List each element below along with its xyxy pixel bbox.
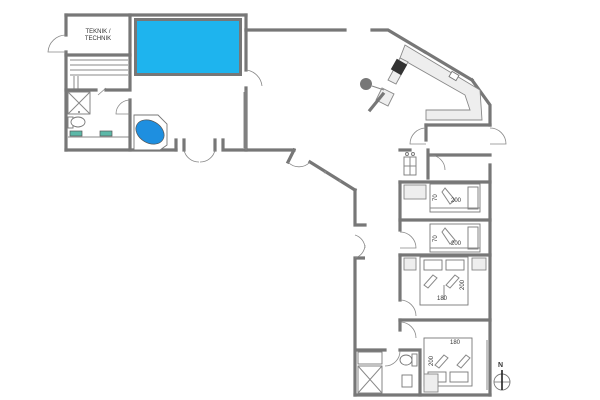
bed-1-width: 70	[433, 194, 439, 201]
hallway-east	[398, 123, 507, 180]
compass-icon	[493, 370, 511, 391]
compass-north-label: N	[498, 362, 504, 369]
diagonal-terrace-door	[287, 161, 342, 183]
bathroom-east	[356, 348, 439, 397]
hall-closet	[403, 152, 417, 176]
bed-2-length: 200	[451, 241, 462, 247]
sauna	[64, 53, 132, 96]
bedroom-3	[398, 253, 492, 317]
room-label-technik: TEKNIK / TECHNIK	[78, 29, 118, 43]
kitchen	[360, 44, 483, 121]
terrace-doors-east	[354, 234, 366, 259]
terrace-doors-west	[183, 149, 216, 163]
bathroom-west	[67, 91, 132, 152]
technik-label-line1: TEKNIK /	[85, 29, 111, 35]
bed-4-width: 180	[450, 340, 461, 346]
bed-3-length: 200	[460, 279, 466, 290]
bed-1-length: 200	[451, 198, 462, 204]
pool-partition	[243, 28, 263, 152]
pool	[134, 18, 242, 76]
exterior-walls	[64, 13, 492, 397]
bed-3-width: 180	[437, 296, 448, 302]
whirlpool-tub	[133, 114, 168, 151]
compass: N	[492, 362, 512, 392]
bed-2-width: 70	[433, 235, 439, 242]
technik-label-line2: TECHNIK	[84, 36, 112, 42]
bedroom-2	[398, 218, 492, 253]
bedroom-1	[398, 180, 492, 232]
bed-4-length: 200	[429, 355, 435, 366]
